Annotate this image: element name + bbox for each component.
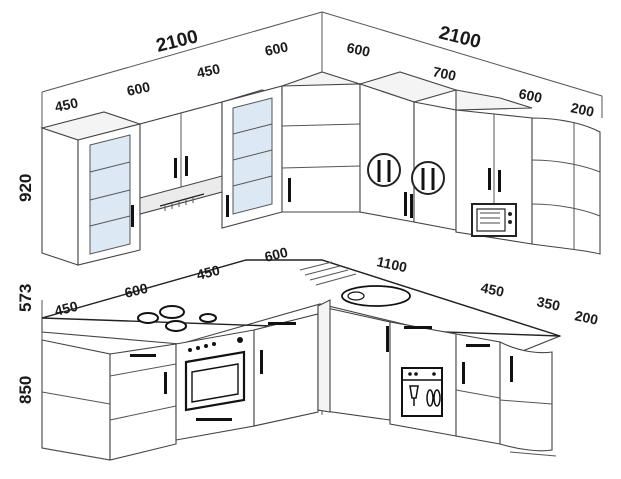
- upper-cabinets-right: [358, 71, 601, 255]
- dim-counter-left-3: 600: [263, 244, 290, 265]
- burner: [165, 320, 187, 332]
- upper-cabinets-left: [40, 71, 361, 266]
- dim-counter-right-0: 1100: [375, 253, 408, 275]
- burner: [159, 305, 185, 319]
- dim-upper-left-2: 450: [195, 60, 221, 81]
- dim-upper-left-3: 600: [263, 38, 289, 59]
- dim-upper-right-0: 600: [345, 39, 371, 60]
- dim-height-upper: 920: [16, 174, 35, 202]
- dim-upper-right-3: 200: [569, 99, 595, 120]
- cutlery-icon: [411, 161, 445, 195]
- dim-upper-right-2: 600: [517, 85, 543, 106]
- glass-door: [232, 97, 273, 215]
- dim-counter-left-2: 450: [195, 262, 222, 283]
- lower-cabinets-right: [317, 299, 557, 457]
- dim-counter-left-1: 600: [123, 280, 150, 301]
- door-handle: [131, 205, 134, 227]
- dim-counter-right-2: 350: [535, 293, 561, 314]
- dim-top-left-total: 2100: [154, 26, 200, 57]
- dim-counter-left-0: 450: [53, 298, 80, 319]
- dishwasher-icon: [401, 367, 443, 417]
- dim-height-lower: 850: [16, 376, 35, 404]
- dim-counter-right-3: 200: [573, 307, 599, 328]
- corner-shelf: [531, 117, 601, 255]
- sink: [341, 285, 411, 307]
- dim-height-gap: 573: [16, 284, 35, 312]
- dim-upper-right-1: 700: [431, 63, 457, 84]
- dim-upper-left-1: 600: [125, 78, 151, 99]
- burner: [199, 313, 217, 323]
- burner: [137, 312, 159, 324]
- dim-counter-right-1: 450: [479, 279, 505, 300]
- cutlery-icon: [367, 153, 401, 187]
- dim-upper-left-0: 450: [53, 94, 79, 115]
- lower-cabinets-left: [41, 313, 319, 461]
